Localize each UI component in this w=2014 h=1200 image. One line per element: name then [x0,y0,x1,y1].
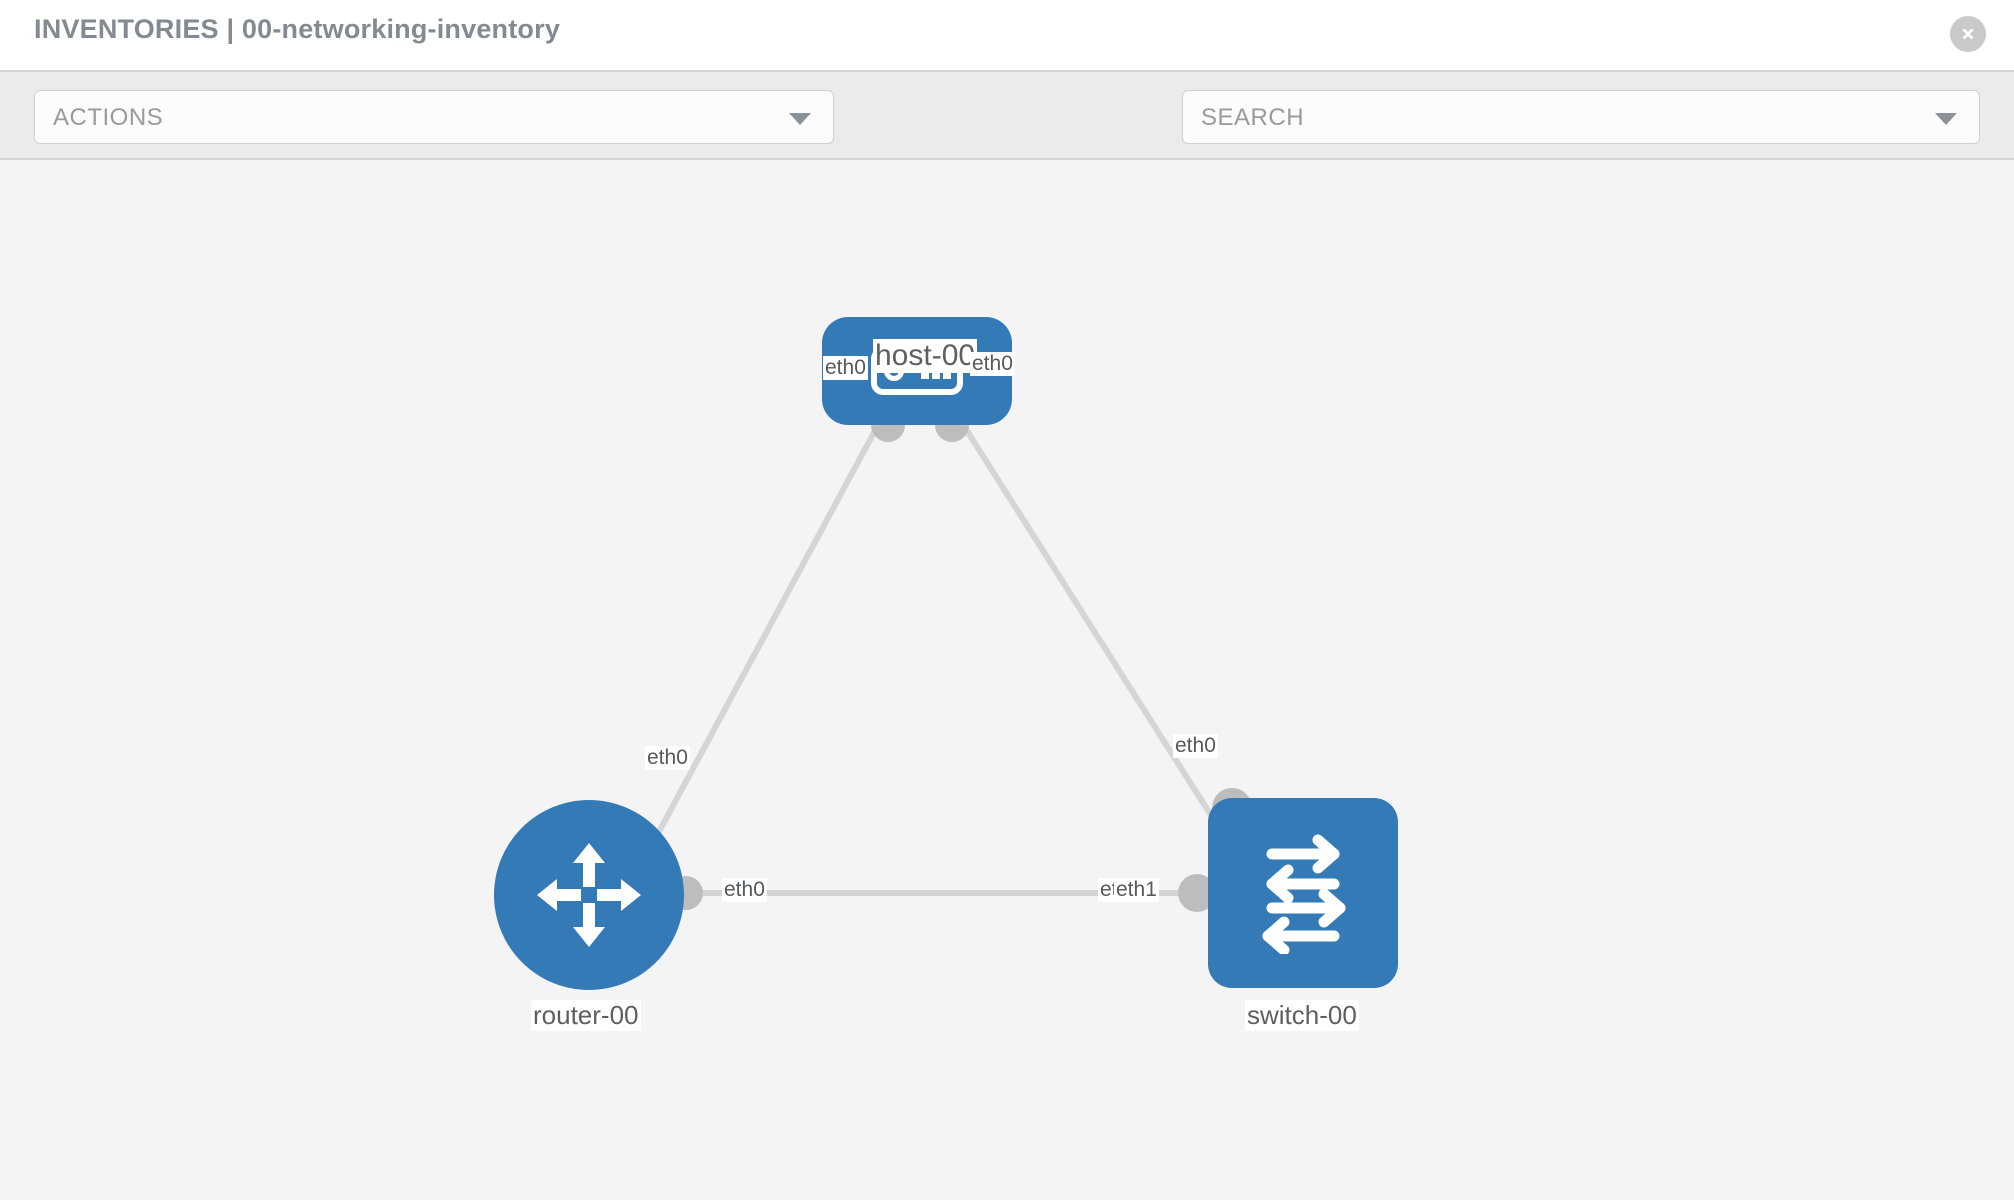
link-host-router [637,410,888,869]
port-circle [1178,874,1216,912]
node-switch-00[interactable] [1208,798,1398,988]
chevron-down-icon [1935,113,1957,125]
port-label-router-up: eth0 [645,746,690,770]
chevron-down-icon [789,113,811,125]
toolbar: ACTIONS SEARCH [0,70,2014,199]
router-arrows-icon [494,800,684,990]
switch-arrows-icon [1208,798,1398,988]
port-label-switch-left-b: eth1 [1114,878,1159,902]
topology-canvas[interactable]: host-00 router-00 switch-00 eth0 eth0 et… [0,160,2014,1200]
node-router-00[interactable] [494,800,684,990]
port-label-router-right: eth0 [722,878,767,902]
node-label-router-00: router-00 [531,1000,641,1031]
port-label-switch-up: eth0 [1173,734,1218,758]
link-host-switch [952,410,1236,852]
page-title: INVENTORIES | 00-networking-inventory [34,14,561,44]
search-input-value: SEARCH [1201,104,1305,131]
close-icon[interactable] [1950,16,1986,52]
node-label-host-00: host-00 [873,339,978,373]
port-label-host-right: eth0 [970,352,1015,376]
page-header: INVENTORIES | 00-networking-inventory [0,0,2014,70]
node-label-switch-00: switch-00 [1245,1000,1359,1031]
port-label-host-left: eth0 [823,356,868,380]
actions-dropdown-label: ACTIONS [53,104,164,131]
search-input[interactable]: SEARCH [1182,90,1980,144]
topology-graph [637,408,1252,912]
actions-dropdown[interactable]: ACTIONS [34,90,834,144]
